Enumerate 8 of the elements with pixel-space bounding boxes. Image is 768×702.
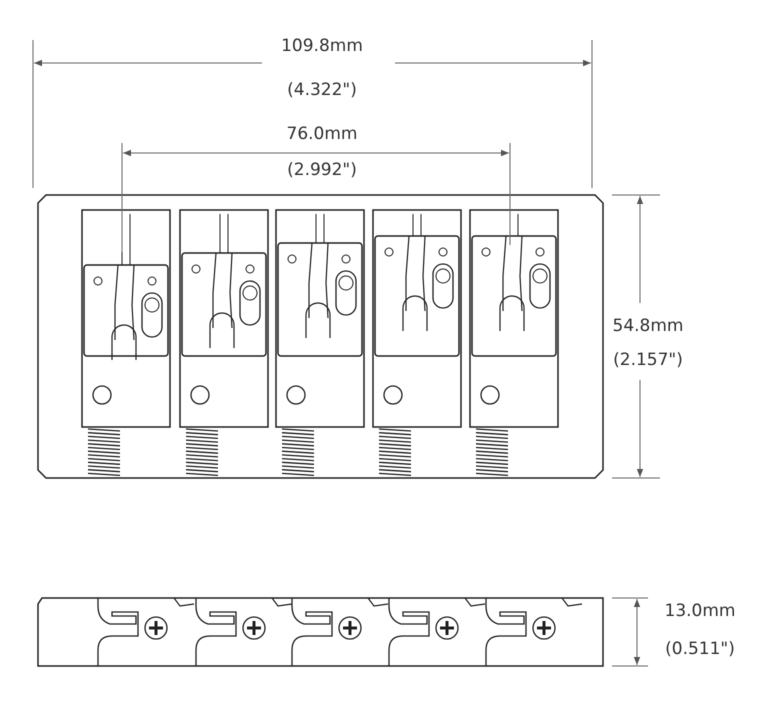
dimension-label: 76.0mm — [286, 126, 358, 143]
dimension-label: (4.322") — [287, 82, 357, 99]
dimension-label: (0.511") — [665, 641, 735, 658]
dimension-label: 13.0mm — [664, 603, 736, 620]
dimension-label: (2.992") — [287, 162, 357, 179]
dimension-label: 54.8mm — [612, 318, 684, 335]
dimension-label: 109.8mm — [281, 38, 363, 55]
dimension-label: (2.157") — [613, 352, 683, 369]
